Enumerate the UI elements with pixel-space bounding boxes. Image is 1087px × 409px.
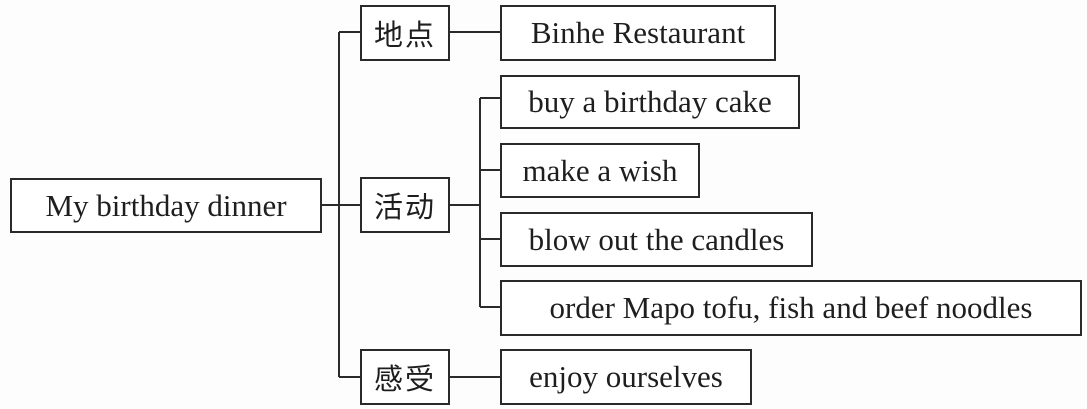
leaf-activity: order Mapo tofu, fish and beef noodles [500,280,1082,336]
leaf-activity: make a wish [500,143,700,198]
branch-feelings: 感受 [360,349,450,405]
leaf-activity: buy a birthday cake [500,75,800,129]
leaf-place: Binhe Restaurant [500,5,776,61]
leaf-activity: blow out the candles [500,212,813,267]
leaf-feeling: enjoy ourselves [500,349,752,405]
root-node: My birthday dinner [10,178,322,233]
branch-place: 地点 [360,5,450,61]
branch-activities: 活动 [360,177,450,233]
